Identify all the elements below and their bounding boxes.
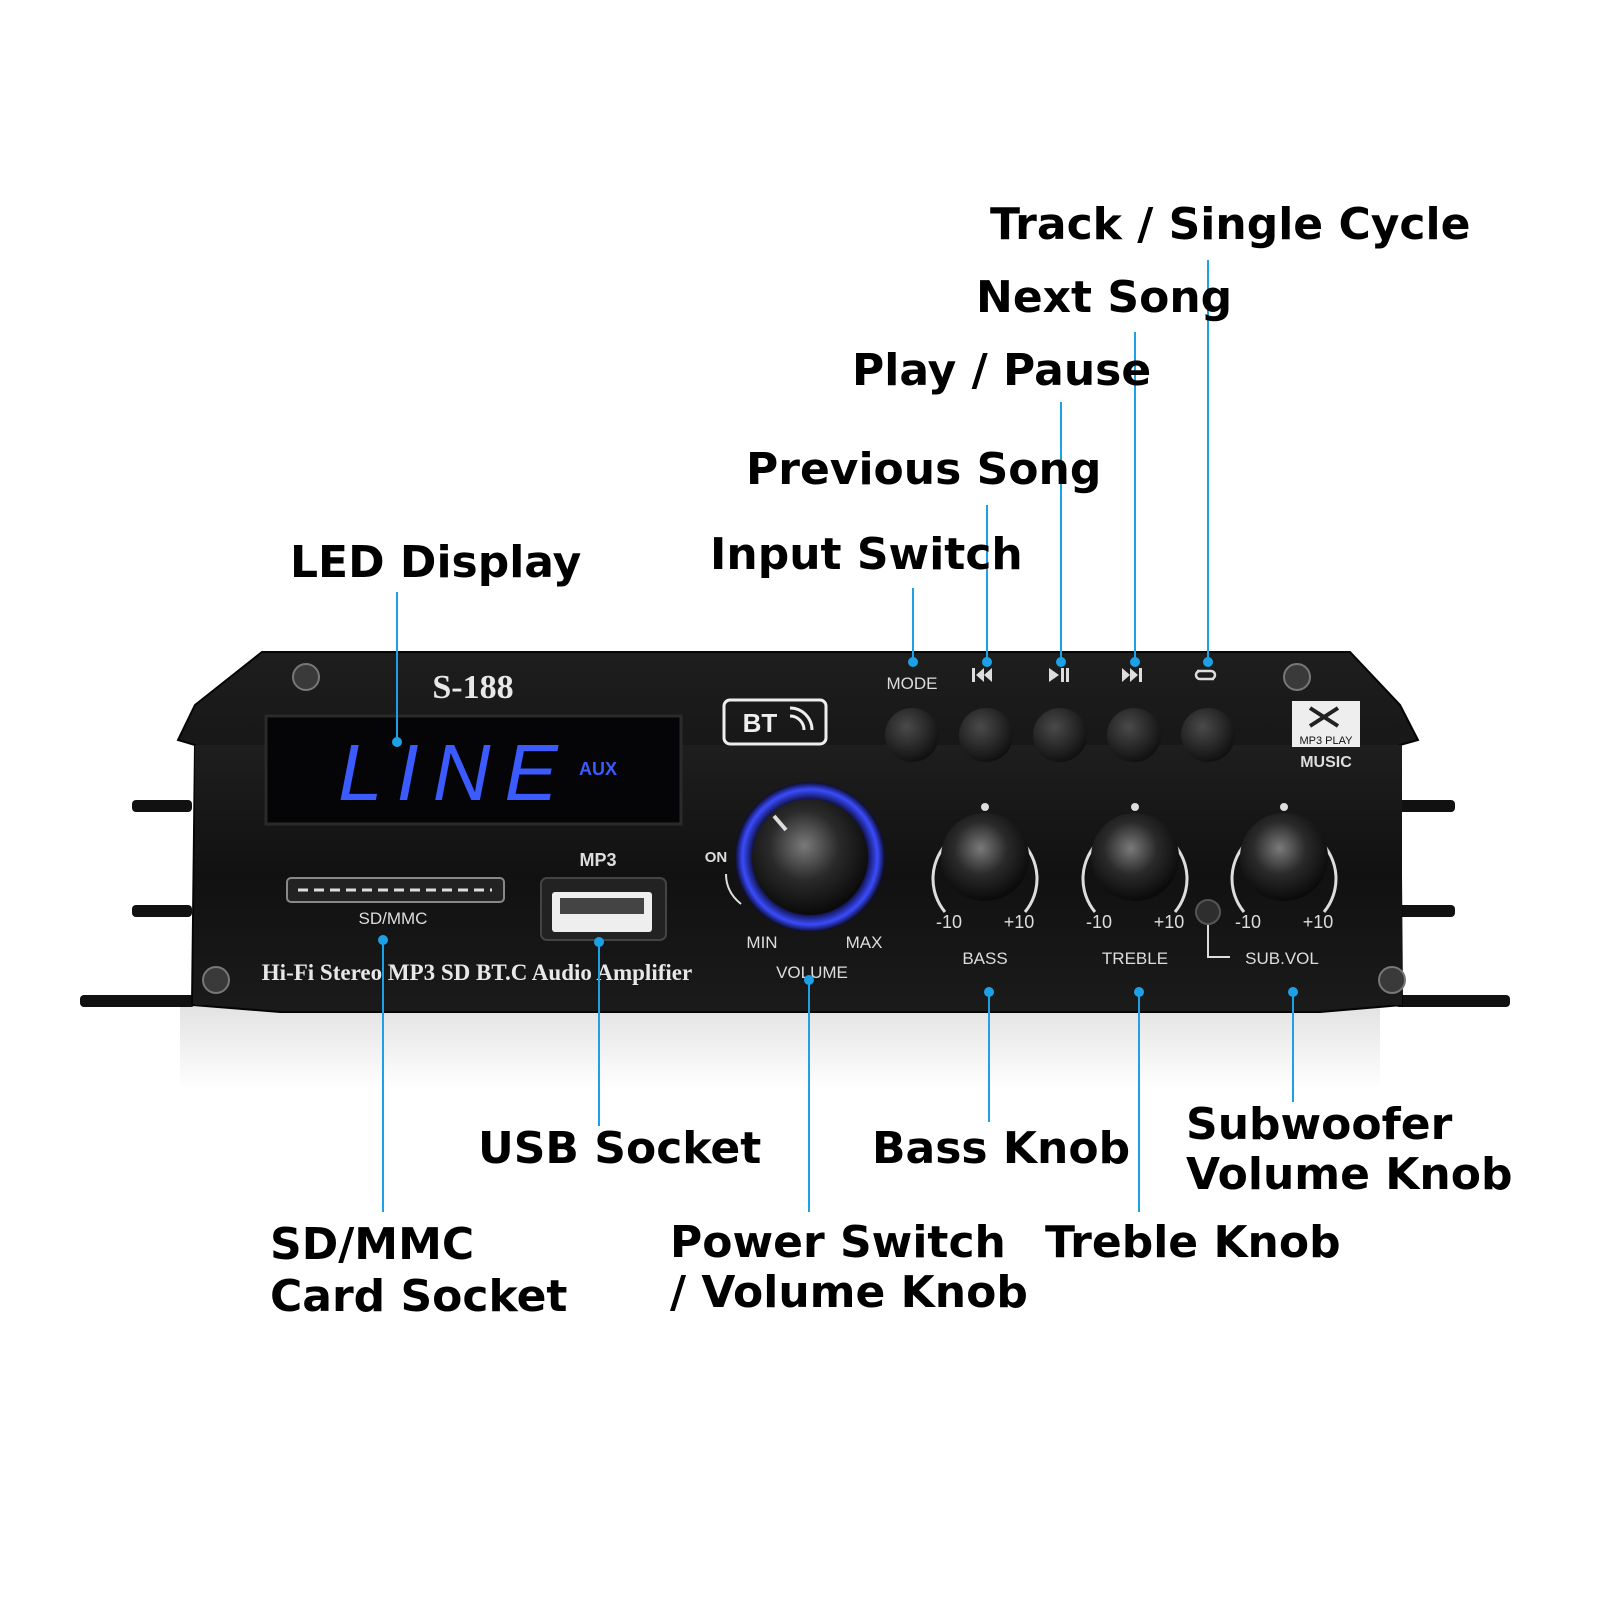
treble-knob[interactable]: [1091, 813, 1179, 901]
next-icon: [1122, 668, 1142, 682]
mp3-play-logo-text: MP3 PLAY: [1300, 735, 1354, 747]
play-pause-icon: [1049, 668, 1069, 682]
line-led-display: [396, 592, 398, 742]
callout-power-line2: / Volume Knob: [670, 1267, 1028, 1318]
dot-play-pause: [1056, 657, 1066, 667]
dot-previous-song: [982, 657, 992, 667]
previous-button[interactable]: [959, 708, 1013, 762]
dot-bass: [984, 987, 994, 997]
bluetooth-badge: [722, 698, 828, 746]
callout-bass-knob: Bass Knob: [872, 1123, 1131, 1174]
next-button[interactable]: [1107, 708, 1161, 762]
dot-subwoofer: [1288, 987, 1298, 997]
model-name: S-188: [432, 669, 513, 706]
dot-led-display: [392, 737, 402, 747]
line-bass: [988, 992, 990, 1122]
line-input-switch: [912, 588, 914, 662]
dot-input-switch: [908, 657, 918, 667]
line-power-volume: [808, 980, 810, 1212]
dot-track-cycle: [1203, 657, 1213, 667]
on-arrow-icon: [725, 873, 742, 905]
line-subwoofer: [1292, 992, 1294, 1102]
repeat-button[interactable]: [1181, 708, 1235, 762]
subwoofer-knob[interactable]: [1240, 813, 1328, 901]
line-play-pause: [1060, 402, 1062, 662]
led-aux-indicator: AUX: [579, 759, 617, 779]
dot-sd-card: [378, 935, 388, 945]
dot-power-volume: [804, 975, 814, 985]
mp3-play-logo: [1292, 701, 1360, 747]
amplifier-subtitle: Hi-Fi Stereo MP3 SD BT.C Audio Amplifier: [262, 960, 692, 985]
dot-next-song: [1130, 657, 1140, 667]
led-display: [264, 714, 683, 826]
panel-screws: [202, 663, 1406, 994]
bluetooth-signal-icon: [789, 706, 814, 731]
volume-max-label: MAX: [846, 933, 883, 952]
line-treble: [1138, 992, 1140, 1212]
power-on-label: ON: [705, 849, 728, 866]
callout-subwoofer-line1: Subwoofer: [1186, 1099, 1453, 1150]
usb-mp3-label: MP3: [579, 850, 616, 870]
bass-minus-label: -10: [936, 912, 962, 932]
callout-sd-card-line2: Card Socket: [270, 1271, 568, 1322]
subvol-label: SUB.VOL: [1245, 949, 1319, 968]
bass-label: BASS: [962, 949, 1007, 968]
sd-slot-label: SD/MMC: [359, 909, 428, 928]
callout-power-line1: Power Switch: [670, 1217, 1006, 1268]
sub-minus-label: -10: [1235, 912, 1261, 932]
callout-track-cycle: Track / Single Cycle: [990, 199, 1471, 250]
line-track-cycle: [1207, 260, 1209, 662]
mode-label: MODE: [887, 674, 938, 693]
callout-led-display: LED Display: [290, 537, 582, 588]
heatsink-fins: [80, 800, 1510, 1007]
line-previous-song: [986, 505, 988, 662]
volume-label: VOLUME: [776, 963, 848, 982]
tone-knobs: [931, 803, 1338, 913]
treble-minus-label: -10: [1086, 912, 1112, 932]
volume-min-label: MIN: [746, 933, 777, 952]
bass-knob[interactable]: [941, 813, 1029, 901]
previous-icon: [972, 668, 992, 682]
callout-play-pause: Play / Pause: [852, 345, 1152, 396]
callout-previous-song: Previous Song: [746, 444, 1102, 495]
music-label: MUSIC: [1300, 754, 1352, 771]
callout-next-song: Next Song: [976, 272, 1233, 323]
bluetooth-badge-text: BT: [743, 708, 778, 738]
button-icons: [972, 668, 1217, 682]
volume-knob[interactable]: [752, 799, 868, 915]
callout-subwoofer-line2: Volume Knob: [1186, 1149, 1513, 1200]
treble-label: TREBLE: [1102, 949, 1168, 968]
repeat-icon: [1194, 669, 1217, 681]
play-pause-button[interactable]: [1033, 708, 1087, 762]
dot-usb: [594, 937, 604, 947]
callout-input-switch: Input Switch: [710, 529, 1023, 580]
sub-plus-label: +10: [1303, 912, 1334, 932]
line-sd-card: [382, 940, 384, 1212]
line-usb: [598, 942, 600, 1126]
callout-treble-knob: Treble Knob: [1045, 1217, 1341, 1268]
dot-treble: [1134, 987, 1144, 997]
sub-indicator-led: [1195, 899, 1221, 925]
callout-usb-socket: USB Socket: [478, 1123, 762, 1174]
treble-plus-label: +10: [1154, 912, 1185, 932]
bass-plus-label: +10: [1004, 912, 1035, 932]
callout-sd-card-line1: SD/MMC: [270, 1219, 475, 1270]
mode-button[interactable]: [885, 708, 939, 762]
led-display-text: LINE: [338, 728, 572, 817]
line-next-song: [1134, 332, 1136, 662]
panel-reflection: [180, 1000, 1380, 1090]
